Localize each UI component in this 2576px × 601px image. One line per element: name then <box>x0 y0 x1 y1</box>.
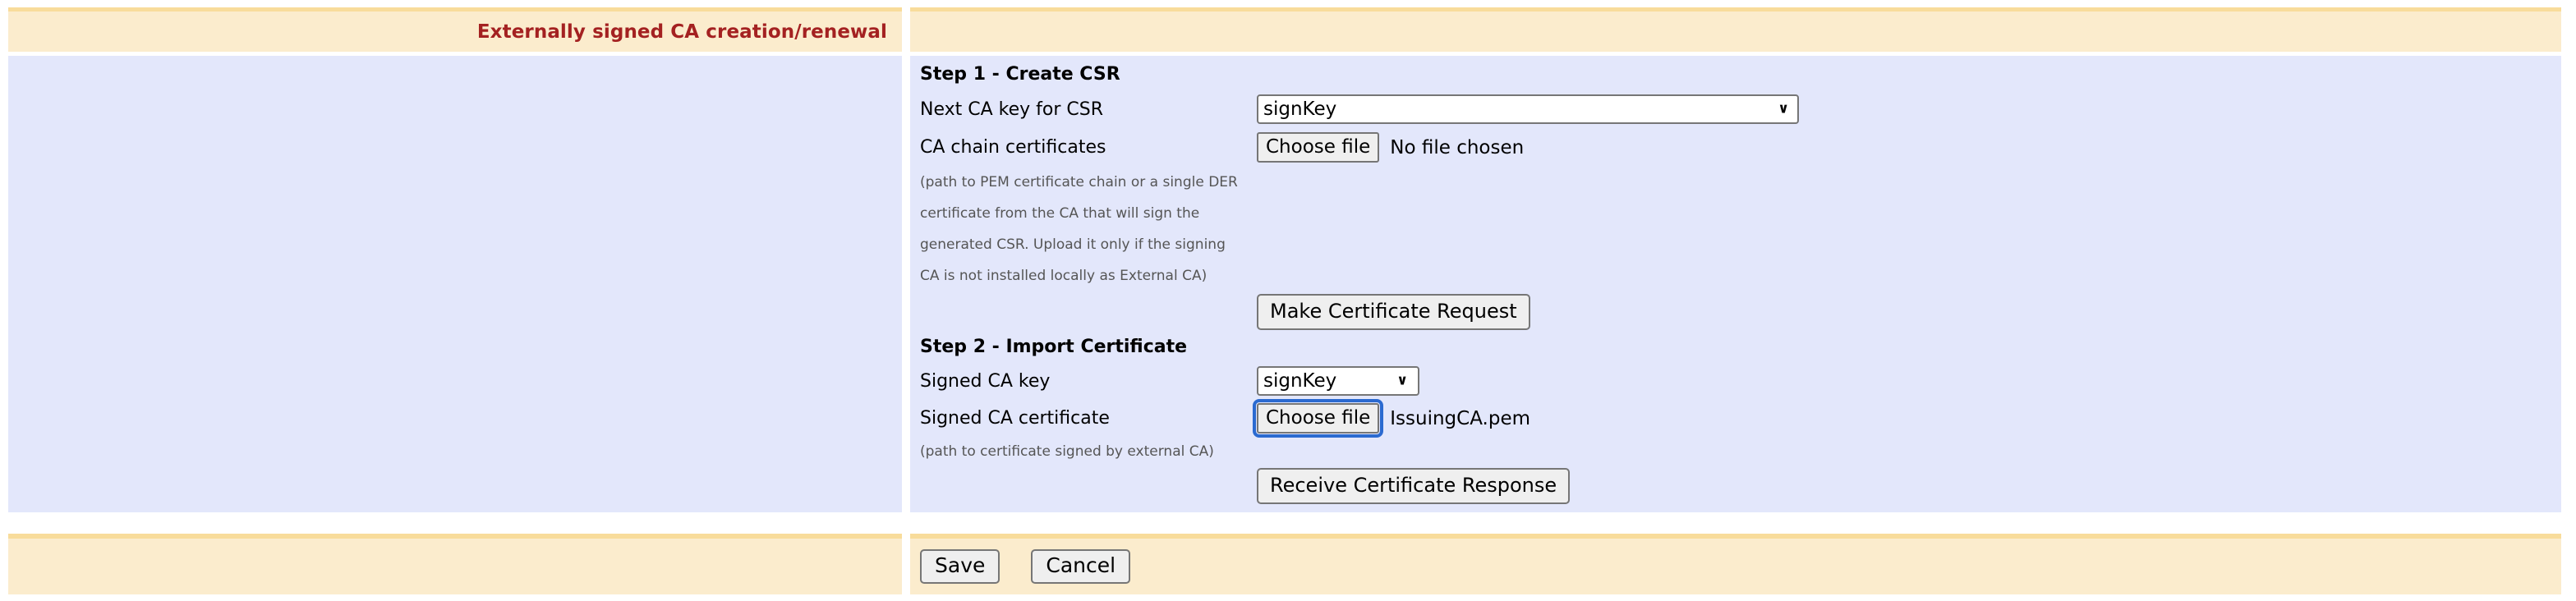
next-ca-key-label: Next CA key for CSR <box>920 99 1104 120</box>
signed-ca-certificate-row: Signed CA certificate Choose file Issuin… <box>920 399 1531 438</box>
footer-left-cell <box>8 534 902 594</box>
next-ca-key-select[interactable]: signKey <box>1257 94 1799 124</box>
ca-chain-file-input[interactable]: Choose file No file chosen <box>1257 132 1524 163</box>
header-title-cell: Externally signed CA creation/renewal <box>8 7 902 52</box>
save-button[interactable]: Save <box>920 549 1000 584</box>
receive-certificate-response-button[interactable]: Receive Certificate Response <box>1257 468 1571 504</box>
cancel-button[interactable]: Cancel <box>1031 549 1131 584</box>
form-area: Step 1 - Create CSR Next CA key for CSR … <box>920 56 2561 512</box>
ca-chain-hint-line-2: certificate from the CA that will sign t… <box>920 198 1199 229</box>
receive-certificate-response-row: Receive Certificate Response <box>920 468 1571 504</box>
body-band: Step 1 - Create CSR Next CA key for CSR … <box>8 56 2561 512</box>
hint-text: (path to certificate signed by external … <box>920 443 1214 460</box>
ca-chain-hint-line-4: CA is not installed locally as External … <box>920 260 1207 291</box>
header-band: Externally signed CA creation/renewal <box>8 7 2561 52</box>
ca-chain-hint-line-1: (path to PEM certificate chain or a sing… <box>920 167 1238 198</box>
next-ca-key-row: Next CA key for CSR signKey ∨ <box>920 94 1799 124</box>
hint-text: (path to PEM certificate chain or a sing… <box>920 174 1238 190</box>
signed-ca-certificate-file-input[interactable]: Choose file IssuingCA.pem <box>1252 399 1531 438</box>
ca-chain-choose-file-button[interactable]: Choose file <box>1257 132 1380 163</box>
make-certificate-request-row: Make Certificate Request <box>920 294 1530 330</box>
ca-chain-filename: No file chosen <box>1390 136 1525 158</box>
signed-ca-certificate-hint: (path to certificate signed by external … <box>920 436 1214 467</box>
step2-heading: Step 2 - Import Certificate <box>920 337 1188 357</box>
form-panel: Step 1 - Create CSR Next CA key for CSR … <box>910 56 2561 512</box>
signed-ca-certificate-choose-file-button[interactable]: Choose file <box>1252 399 1384 438</box>
footer-column-divider <box>902 534 910 594</box>
signed-ca-key-label: Signed CA key <box>920 370 1051 392</box>
signed-ca-key-select-wrap[interactable]: signKey ∨ <box>1257 366 1419 396</box>
left-label-panel <box>8 56 902 512</box>
ca-chain-row: CA chain certificates Choose file No fil… <box>920 132 1524 163</box>
signed-ca-certificate-filename: IssuingCA.pem <box>1390 407 1531 429</box>
make-certificate-request-button[interactable]: Make Certificate Request <box>1257 294 1530 330</box>
step1-heading: Step 1 - Create CSR <box>920 64 1120 85</box>
hint-text: generated CSR. Upload it only if the sig… <box>920 236 1226 253</box>
footer-actions: Save Cancel <box>910 534 2561 594</box>
hint-text: CA is not installed locally as External … <box>920 268 1208 284</box>
signed-ca-certificate-label: Signed CA certificate <box>920 408 1110 429</box>
ca-chain-label: CA chain certificates <box>920 137 1106 158</box>
next-ca-key-select-wrap[interactable]: signKey ∨ <box>1257 94 1799 124</box>
body-column-divider <box>902 56 910 512</box>
footer-band: Save Cancel <box>8 534 2561 594</box>
ca-chain-hint-line-3: generated CSR. Upload it only if the sig… <box>920 229 1226 260</box>
page-title: Externally signed CA creation/renewal <box>476 21 887 43</box>
header-column-divider <box>902 7 910 52</box>
step1-heading-row: Step 1 - Create CSR <box>920 64 1120 85</box>
step2-heading-row: Step 2 - Import Certificate <box>920 337 1187 357</box>
signed-ca-key-select[interactable]: signKey <box>1257 366 1419 396</box>
header-right-cell <box>910 7 2561 52</box>
hint-text: certificate from the CA that will sign t… <box>920 205 1200 222</box>
signed-ca-key-row: Signed CA key signKey ∨ <box>920 366 1419 396</box>
